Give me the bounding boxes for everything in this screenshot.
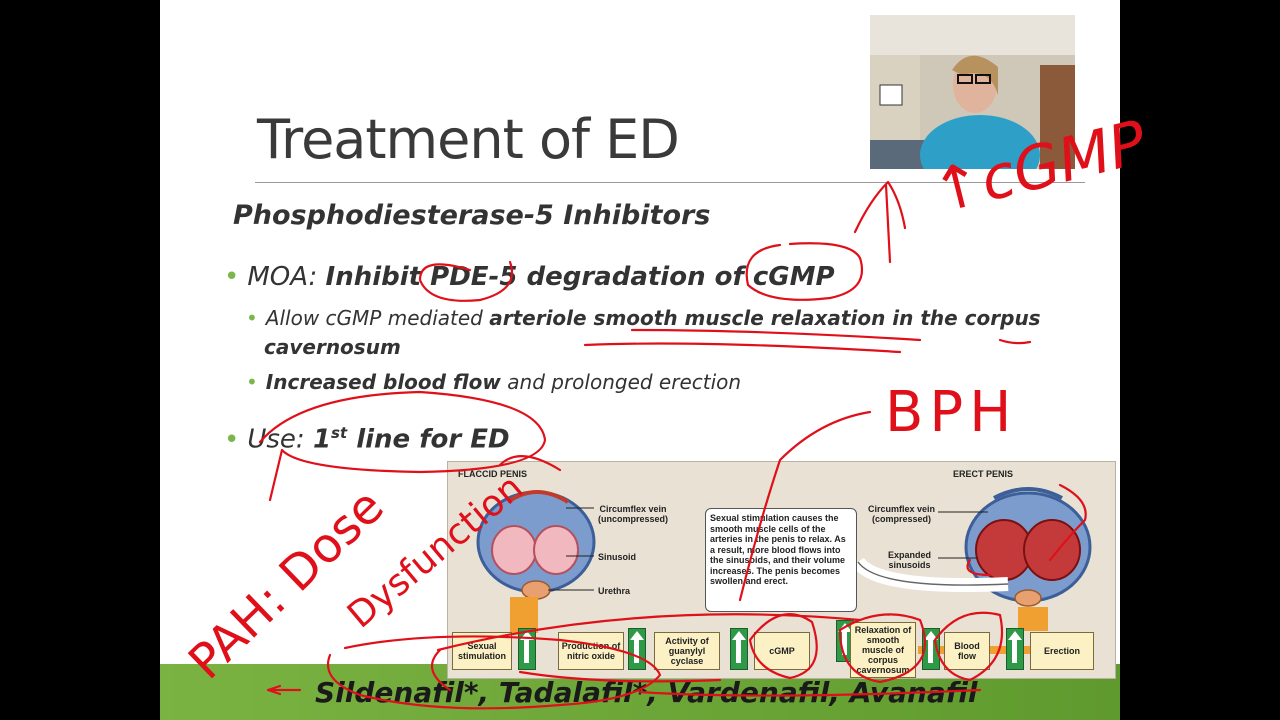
up-arrow-icon (922, 628, 940, 670)
bullet-blood-flow: • Increased blood flow and prolonged erec… (246, 370, 741, 394)
flow-step-erection: Erection (1030, 632, 1094, 670)
expanded-sinusoids-label: Expanded sinusoids (888, 550, 932, 570)
bullet-dot-icon: • (246, 370, 258, 394)
allow-prefix: Allow cGMP mediated (265, 306, 490, 330)
moa-text: Inhibit PDE-5 degradation of cGMP (325, 262, 835, 292)
circumflex-uncompressed-label: Circumflex vein (uncompressed) (598, 504, 669, 524)
urethra-label: Urethra (598, 586, 631, 596)
flow-step-relaxation: Relaxation of smooth muscle of corpus ca… (850, 622, 916, 678)
bullet-dot-icon: • (246, 306, 258, 330)
use-first: 1 (312, 424, 332, 455)
title-divider (255, 182, 1085, 183)
blood-flow-strong: Increased blood flow (265, 370, 501, 394)
handwriting-bph: BPH (885, 380, 1018, 445)
flow-step-cgmp: cGMP (754, 632, 810, 670)
bullet-moa: •MOA: Inhibit PDE-5 degradation of cGMP (224, 262, 835, 292)
ed-mechanism-diagram: FLACCID PENIS ERECT PENIS (447, 461, 1116, 679)
slide-subheading: Phosphodiesterase-5 Inhibitors (233, 200, 711, 231)
slide-title: Treatment of ED (257, 108, 680, 171)
flow-step-stimulation: Sexual stimulation (452, 632, 512, 670)
webcam-video[interactable] (870, 15, 1075, 169)
flow-step-nitric-oxide: Production of nitric oxide (558, 632, 624, 670)
bullet-dot-icon: • (224, 424, 240, 455)
flow-step-guanylyl-cyclase: Activity of guanylyl cyclase (654, 632, 720, 670)
bullet-allow: • Allow cGMP mediated arteriole smooth mu… (246, 304, 1046, 362)
bullet-use: •Use: 1st line for ED (224, 424, 510, 455)
drug-list: Sildenafil*, Tadalafil*, Vardenafil, Ava… (315, 676, 978, 709)
flow-step-blood-flow: Blood flow (944, 632, 990, 670)
use-prefix: Use: (247, 424, 313, 455)
moa-prefix: MOA: (247, 262, 326, 292)
use-superscript: st (331, 424, 348, 442)
blood-flow-rest: and prolonged erection (500, 370, 742, 394)
sinusoid-label: Sinusoid (598, 552, 636, 562)
circumflex-compressed-label: Circumflex vein (compressed) (868, 504, 936, 524)
presenter-video-frame (870, 15, 1075, 169)
up-arrow-icon (628, 628, 646, 670)
allow-strong: arteriole smooth muscle relaxation in th… (489, 306, 1041, 330)
allow-continued: cavernosum (264, 335, 401, 359)
erect-label: ERECT PENIS (953, 469, 1014, 479)
up-arrow-icon (730, 628, 748, 670)
up-arrow-icon (518, 628, 536, 670)
diagram-note: Sexual stimulation causes the smooth mus… (705, 508, 857, 612)
bullet-dot-icon: • (224, 262, 240, 292)
use-line: line for ED (347, 424, 510, 455)
up-arrow-icon (1006, 628, 1024, 670)
